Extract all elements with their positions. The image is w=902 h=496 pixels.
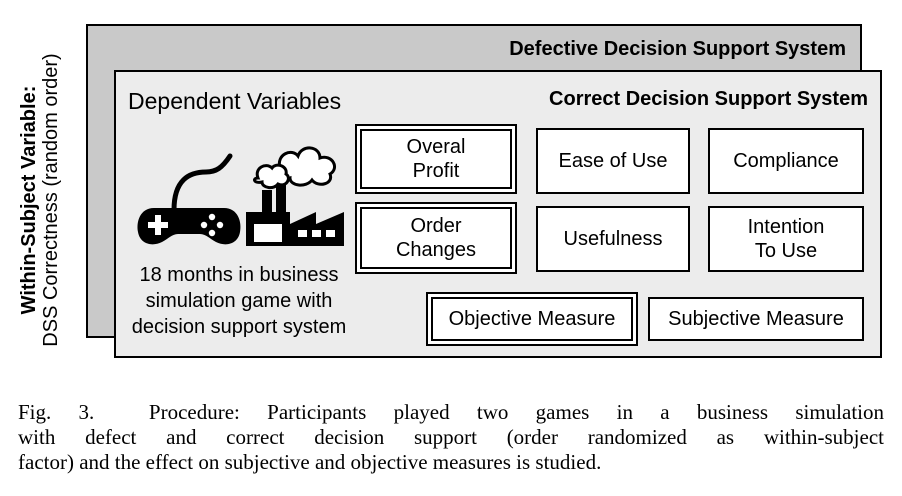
side-label: Within-Subject Variable: DSS Correctness…	[0, 0, 80, 360]
subjective-box-ease-of-use: Ease of Use	[536, 128, 690, 194]
correct-dss-panel: Dependent Variables Correct Decision Sup…	[114, 70, 882, 358]
legend-objective-measure: Objective Measure	[426, 292, 638, 346]
legend-subjective-measure: Subjective Measure	[648, 297, 864, 341]
within-subject-variable-subtitle: DSS Correctness (random order)	[40, 53, 62, 347]
caption-line-1: Fig. 3. Procedure: Participants played t…	[18, 400, 884, 424]
correct-dss-title: Correct Decision Support System	[549, 88, 868, 110]
caption-line-3: factor) and the effect on subjective and…	[18, 450, 602, 474]
objective-box-order-changes: Order Changes	[355, 202, 517, 274]
objective-box-overal-profit: Overal Profit	[355, 124, 517, 194]
defective-dss-title: Defective Decision Support System	[509, 38, 846, 60]
game-description: 18 months in business simulation game wi…	[131, 264, 347, 338]
figure-caption: Fig. 3. Procedure: Participants played t…	[18, 400, 884, 475]
caption-line-2: with defect and correct decision support…	[18, 425, 884, 449]
subjective-box-usefulness: Usefulness	[536, 206, 690, 272]
dependent-variables-heading: Dependent Variables	[128, 88, 342, 114]
subjective-box-compliance: Compliance	[708, 128, 864, 194]
gamepad-icon	[134, 150, 244, 248]
within-subject-variable-title: Within-Subject Variable:	[18, 85, 40, 315]
subjective-box-intention-to-use: Intention To Use	[708, 206, 864, 272]
caption-label: Fig. 3.	[18, 400, 95, 424]
factory-icon	[240, 128, 352, 248]
